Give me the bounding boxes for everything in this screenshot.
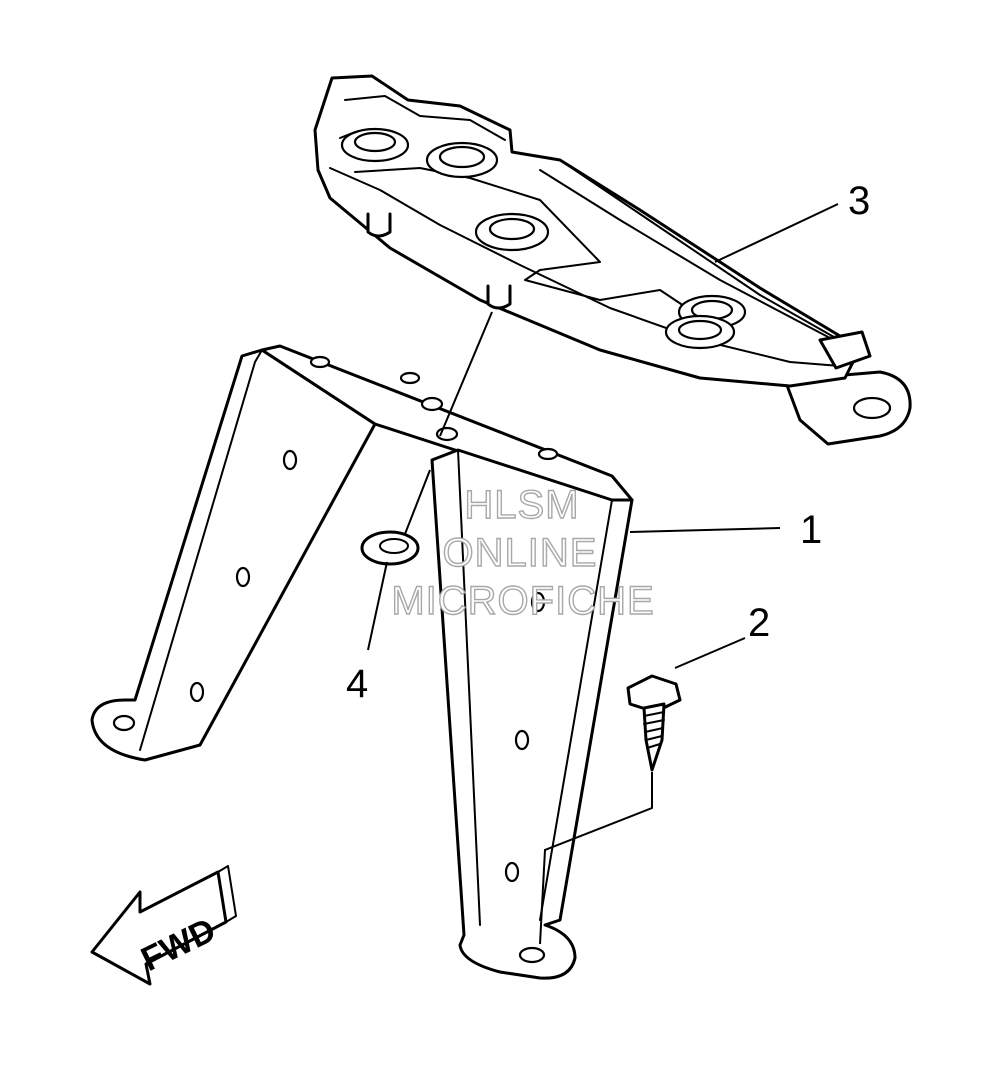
callout-4: 4 — [346, 662, 368, 706]
part-4-washer — [360, 530, 420, 566]
fwd-direction-arrow: FWD — [90, 865, 237, 986]
part-3-top-plate — [313, 74, 912, 446]
watermark-line-1: HLSM — [464, 483, 579, 527]
watermark: HLSM ONLINE MICROFICHE — [391, 482, 655, 623]
part-1-bracket — [90, 344, 634, 980]
watermark-line-2: ONLINE — [443, 531, 598, 575]
leader-lines — [367, 203, 839, 945]
callout-1: 1 — [800, 508, 822, 552]
tab-hole — [852, 396, 892, 420]
callout-2: 2 — [748, 601, 770, 645]
part-2-screw — [626, 674, 682, 772]
watermark-line-3: MICROFICHE — [391, 579, 654, 623]
callout-3: 3 — [848, 179, 870, 223]
